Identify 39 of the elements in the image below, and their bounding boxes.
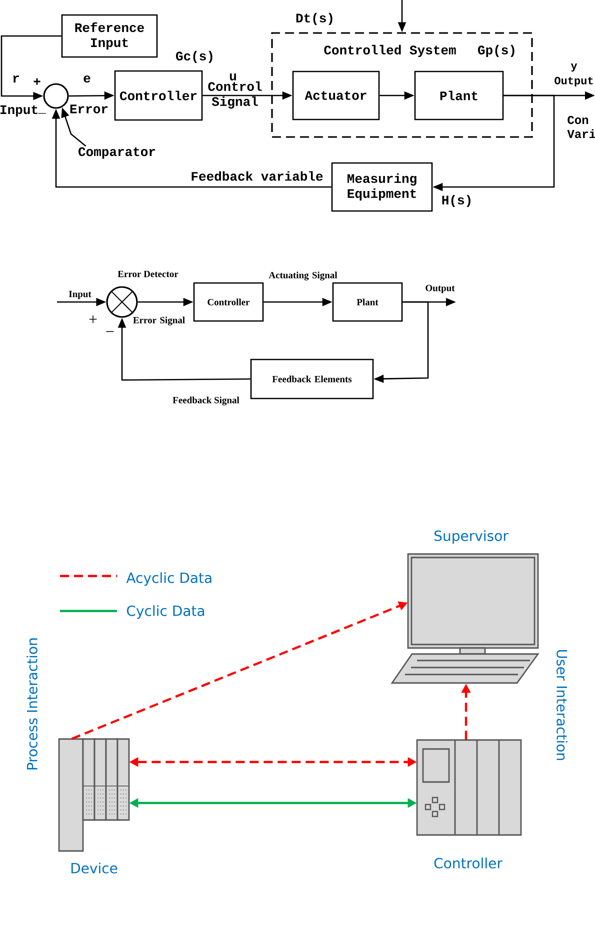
block-box: Actuator [292, 70, 380, 120]
label-text: + [34, 78, 40, 85]
label-text: u [230, 74, 236, 80]
label-text: H(s) [442, 194, 470, 208]
node-label: Device [71, 862, 118, 874]
label-text: Error Detector [118, 270, 178, 278]
label-text: Error Signal [133, 316, 185, 326]
label-text: Process Interaction [26, 638, 38, 770]
block-box: Reference Input [61, 14, 158, 58]
block-box: Plant [332, 282, 403, 322]
text-label: Comparator [78, 147, 156, 159]
label-text: e [84, 75, 90, 83]
block-box: Measuring Equipment [331, 162, 433, 212]
label-text: Actuating Signal [268, 272, 338, 280]
node-label: Controller [434, 858, 502, 868]
text-label: y Output [554, 63, 593, 87]
summing-junction [43, 83, 69, 109]
label-text: Input [68, 290, 92, 300]
label-text: Error [70, 104, 108, 114]
label-text: r [13, 76, 19, 82]
label-text: Control Signal [208, 81, 262, 109]
label-text: Feedback variable [192, 171, 323, 181]
legend-text: Acyclic Data [126, 572, 212, 586]
label-text: − [106, 331, 114, 332]
block-box: Feedback Elements [250, 358, 374, 400]
block-box: Controller [193, 282, 264, 322]
label-text: + [89, 316, 97, 323]
block-box: Controller [114, 70, 203, 121]
label-text: User Interaction [556, 650, 568, 760]
text-label: Output [426, 284, 455, 294]
legend-text: Cyclic Data [126, 605, 204, 619]
summing-junction [106, 286, 138, 318]
label-text: _ [38, 113, 46, 114]
block-box: Plant [414, 70, 504, 120]
label-text: Dt(s) [296, 12, 332, 26]
label-text: Feedback Signal [172, 396, 240, 406]
node-label: Supervisor [434, 530, 508, 544]
label-text: Input [0, 105, 38, 117]
label-text: Gc(s) [176, 50, 212, 64]
